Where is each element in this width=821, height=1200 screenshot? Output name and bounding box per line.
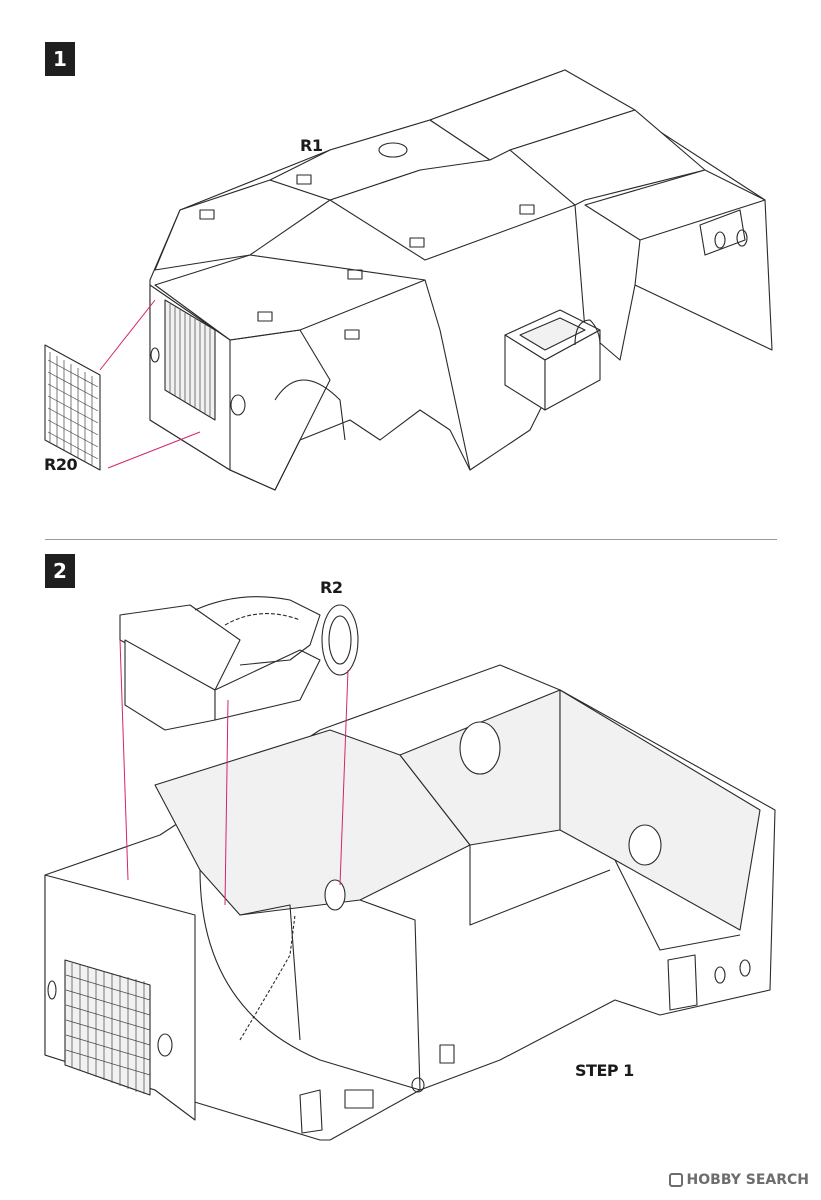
step-caption: STEP 1 [575, 1061, 634, 1080]
part-label-r2: R2 [320, 578, 343, 597]
r2-component-part [119, 596, 359, 731]
step-1-badge: 1 [45, 42, 75, 76]
step1-hull-drawing [44, 69, 773, 491]
watermark-text: HOBBY SEARCH [686, 1172, 809, 1188]
step-2-badge: 2 [45, 554, 75, 588]
part-label-r1: R1 [300, 136, 323, 155]
watermark: HOBBY SEARCH [668, 1172, 809, 1188]
r20-grille-part [44, 344, 101, 471]
step2-hull-drawing [44, 596, 776, 1141]
logo-icon [668, 1173, 683, 1187]
part-label-r20: R20 [44, 455, 78, 474]
step-divider [45, 539, 777, 540]
